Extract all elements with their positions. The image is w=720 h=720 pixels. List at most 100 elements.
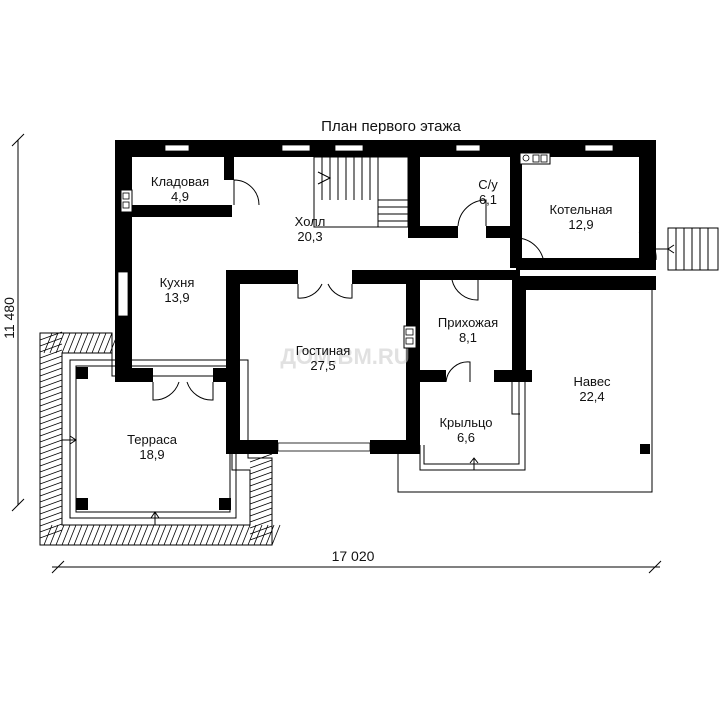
hatch-line (193, 524, 203, 546)
room-area: 6,6 (457, 430, 475, 445)
hatch-line (39, 361, 63, 371)
hatch-line (55, 332, 65, 354)
hatch-line (199, 524, 209, 546)
hatch-line (39, 391, 63, 401)
hatch-line (39, 373, 63, 383)
hatch-line (181, 524, 191, 546)
hatch-line (139, 524, 149, 546)
hatch-line (79, 332, 89, 354)
room-area: 4,9 (171, 189, 189, 204)
hatch-line (103, 332, 113, 354)
hatch-line (39, 499, 63, 509)
hatch-line (49, 332, 59, 354)
hatch-line (39, 337, 63, 347)
hatch-line (61, 524, 71, 546)
hatch-line (39, 463, 63, 473)
hatch-line (249, 477, 273, 487)
hatch-line (39, 517, 63, 527)
fixtures (120, 152, 551, 349)
room-name: С/у (478, 177, 498, 192)
hatch-line (229, 524, 239, 546)
hatch-line (39, 439, 63, 449)
room-area: 13,9 (164, 290, 189, 305)
hatch-line (249, 507, 273, 517)
hatch-line (55, 524, 65, 546)
hatch-line (235, 524, 245, 546)
hatch-line (39, 505, 63, 515)
hatch-line (39, 403, 63, 413)
hatch-line (39, 385, 63, 395)
room-area: 6,1 (479, 192, 497, 207)
hatch-line (205, 524, 215, 546)
room-name: Кухня (160, 275, 195, 290)
hatch-line (249, 519, 273, 529)
hatch-line (249, 489, 273, 499)
plan-title: План первого этажа (321, 118, 461, 135)
hatch-line (187, 524, 197, 546)
room-name: Котельная (550, 202, 613, 217)
room-area: 20,3 (297, 229, 322, 244)
hatch-line (109, 524, 119, 546)
hatch-line (247, 524, 257, 546)
dimension-width: 17 020 (51, 548, 662, 574)
room-name: Холл (295, 214, 326, 229)
room-storage: Кладовая 4,9 (151, 174, 209, 204)
hatch-line (39, 451, 63, 461)
room-boiler: Котельная 12,9 (550, 202, 613, 232)
windows (117, 144, 614, 452)
hatch-line (151, 524, 161, 546)
hatch-line (39, 349, 63, 359)
doors (152, 179, 657, 415)
room-name: Навес (573, 374, 611, 389)
hatch-line (157, 524, 167, 546)
hatch-line (85, 524, 95, 546)
room-hall: Холл 20,3 (295, 214, 326, 244)
hatch-line (39, 397, 63, 407)
hatch-line (115, 524, 125, 546)
hatch-line (39, 355, 63, 365)
canopy-structure (397, 288, 653, 493)
hatch-line (169, 524, 179, 546)
hatch-line (79, 524, 89, 546)
hatch-line (103, 524, 113, 546)
hatch-line (39, 475, 63, 485)
hatch-line (133, 524, 143, 546)
hatch-line (39, 457, 63, 467)
room-entryway: Прихожая 8,1 (438, 315, 498, 345)
hatch-line (223, 524, 233, 546)
hatch-line (217, 524, 227, 546)
hatch-line (39, 409, 63, 419)
room-name: Кладовая (151, 174, 209, 189)
height-label: 11 480 (1, 297, 17, 339)
hatch-line (39, 493, 63, 503)
hatch-line (39, 529, 63, 539)
room-name: Прихожая (438, 315, 498, 330)
hatch-line (43, 332, 53, 354)
hatch-line (39, 343, 63, 353)
hatch-line (39, 511, 63, 521)
hatch-line (67, 524, 77, 546)
room-toilet: С/у 6,1 (478, 177, 498, 207)
hatch-line (39, 379, 63, 389)
hatch-line (39, 415, 63, 425)
hatch-line (121, 524, 131, 546)
hatch-line (271, 524, 281, 546)
room-name: Крыльцо (439, 415, 492, 430)
watermark: ДОМ.ВМ.RU (280, 344, 409, 369)
room-area: 12,9 (568, 217, 593, 232)
hatch-line (249, 513, 273, 523)
hatch-line (85, 332, 95, 354)
hatch-line (39, 367, 63, 377)
hatch-line (39, 469, 63, 479)
dimension-height: 11 480 (1, 133, 25, 512)
hatch-line (241, 524, 251, 546)
hatch-line (61, 332, 71, 354)
hatch-line (253, 524, 263, 546)
room-area: 27,5 (310, 358, 335, 373)
room-name: Гостиная (296, 343, 351, 358)
hatch-line (97, 524, 107, 546)
hatch-line (39, 427, 63, 437)
room-terrace: Терраса 18,9 (127, 432, 178, 462)
room-area: 22,4 (579, 389, 604, 404)
